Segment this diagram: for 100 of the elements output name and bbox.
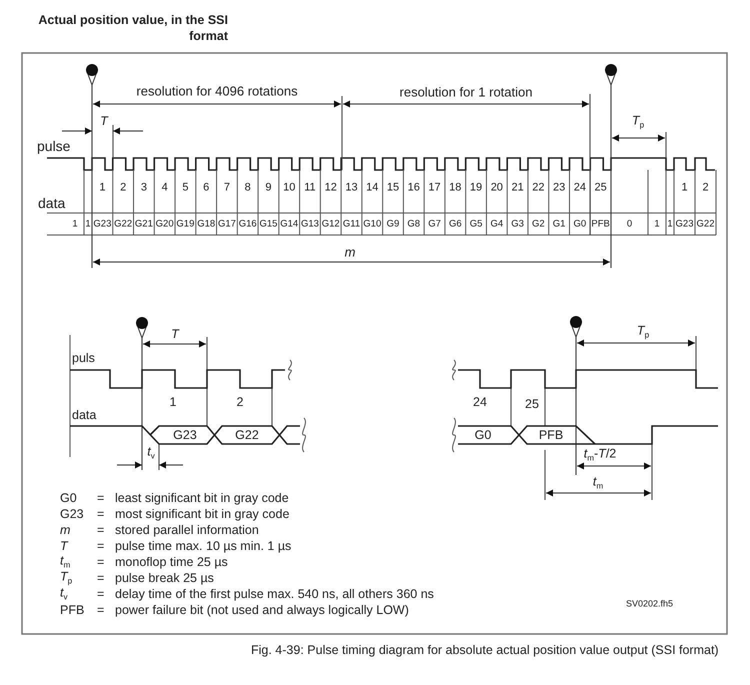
dimension-label: T$_{p}$ — [636, 324, 650, 340]
definition-text: delay time of the first pulse max. 540 ns, all others 360 ns — [115, 588, 434, 600]
symbol: T$_{p}$ — [60, 570, 72, 586]
bit-number: 3 — [140, 182, 147, 194]
bit-value: 1 — [667, 219, 673, 229]
bit-value: G6 — [448, 219, 462, 229]
bit-value: PFB — [538, 428, 564, 442]
bit-value: G5 — [470, 219, 482, 229]
bit-number: 22 — [532, 182, 544, 194]
bit-value: G22 — [235, 428, 259, 442]
bit-number: 1 — [99, 182, 106, 194]
dimension-label: resolution for 4096 rotations — [136, 84, 298, 98]
bit-value: G14 — [280, 219, 298, 229]
bit-value: G2 — [532, 219, 545, 229]
title: Actual position value, in the SSI format — [37, 12, 228, 44]
bit-value: G12 — [322, 219, 340, 229]
bit-number: 12 — [324, 182, 337, 194]
bit-number: 7 — [224, 182, 230, 194]
bit-value: 1 — [654, 219, 660, 229]
bit-number: 2 — [120, 182, 126, 194]
bit-value: G22 — [114, 219, 132, 229]
dimension-label: T — [100, 114, 108, 128]
bit-number: 4 — [162, 182, 168, 194]
bit-number: 5 — [182, 182, 188, 194]
bit-value: PFB — [591, 219, 610, 229]
bit-value: G4 — [490, 219, 504, 229]
definition-text: pulse break 25 µs — [115, 572, 214, 584]
bit-number: 20 — [490, 182, 503, 194]
symbol: G0 — [60, 492, 77, 504]
bit-number: 6 — [203, 182, 210, 194]
bit-value: G0 — [474, 428, 492, 442]
bit-value: G1 — [552, 219, 566, 229]
bit-value: G17 — [218, 219, 236, 229]
bit-number: 16 — [408, 182, 420, 194]
bit-value: G8 — [407, 219, 420, 229]
bit-value: G23 — [676, 219, 694, 229]
bit-value: 0 — [626, 219, 632, 229]
bit-number: 1 — [170, 396, 176, 408]
bit-value: G19 — [176, 219, 194, 229]
equals-sign: = — [97, 604, 104, 616]
bit-value: G16 — [238, 219, 257, 229]
caption: Fig. 4-39: Pulse timing diagram for absolute actual position value output (SSI format) — [251, 642, 720, 659]
bit-number: 24 — [473, 396, 487, 408]
bit-value: G15 — [259, 219, 278, 229]
bit-value: G23 — [173, 428, 197, 442]
bit-number: 8 — [244, 182, 251, 194]
bit-value: G9 — [386, 219, 400, 229]
definition-text: monoflop time 25 µs — [115, 556, 228, 568]
bit-value: 1 — [72, 219, 78, 229]
bit-number: 2 — [702, 182, 709, 194]
bit-value: G23 — [93, 219, 112, 229]
bit-value: G21 — [134, 219, 153, 229]
definition-text: power failure bit (not used and always logically LOW) — [115, 604, 409, 616]
dimension-label: resolution for 1 rotation — [400, 86, 532, 98]
bit-value: G10 — [363, 219, 382, 229]
bit-number: 1 — [681, 182, 688, 194]
symbol: T — [60, 540, 68, 552]
bit-number: 13 — [345, 182, 358, 194]
bit-value: G7 — [428, 219, 441, 229]
bit-value: G20 — [156, 219, 174, 229]
equals-sign: = — [97, 492, 104, 504]
dimension-label: t$_{m}$-T/2 — [584, 448, 616, 462]
bit-number: 14 — [366, 182, 378, 194]
symbol: t$_{m}$ — [60, 554, 70, 570]
dimension-label: t$_{v}$ — [147, 446, 155, 460]
bit-value: G18 — [197, 219, 216, 229]
dimension-label: T$_{p}$ — [632, 114, 644, 130]
bit-number: 23 — [552, 182, 566, 194]
bit-number: 17 — [428, 182, 441, 194]
bit-number: 18 — [449, 182, 462, 194]
dimension-label: T — [171, 328, 179, 340]
signal-label: puls — [72, 352, 95, 364]
bit-number: 21 — [511, 182, 524, 194]
equals-sign: = — [97, 540, 104, 552]
bit-number: 9 — [265, 182, 272, 194]
definition-text: least significant bit in gray code — [115, 492, 289, 504]
bit-number: 25 — [525, 398, 539, 410]
drawing-id: SV0202.fh5 — [626, 600, 674, 608]
definition-text: pulse time max. 10 µs min. 1 µs — [115, 540, 292, 552]
bit-value: G11 — [342, 219, 360, 229]
signal-label: data — [38, 196, 66, 210]
symbol: t$_{v}$ — [60, 586, 68, 602]
bit-value: G13 — [300, 219, 319, 229]
definition-text: most significant bit in gray code — [115, 508, 290, 520]
symbol: PFB — [60, 604, 84, 616]
equals-sign: = — [97, 572, 104, 584]
symbol: m — [60, 524, 70, 536]
bit-value: G22 — [696, 219, 714, 229]
equals-sign: = — [97, 508, 104, 520]
dimension-label: m — [344, 246, 356, 258]
equals-sign: = — [97, 556, 104, 568]
bit-number: 19 — [470, 182, 482, 194]
bit-value: G3 — [511, 219, 524, 229]
dimension-label: t$_{m}$ — [592, 476, 604, 490]
equals-sign: = — [97, 524, 104, 536]
bit-number: 10 — [283, 182, 296, 194]
bit-value: 1 — [85, 219, 91, 229]
definition-text: stored parallel information — [115, 524, 259, 536]
signal-label: pulse — [37, 139, 70, 153]
bit-number: 24 — [574, 182, 586, 194]
